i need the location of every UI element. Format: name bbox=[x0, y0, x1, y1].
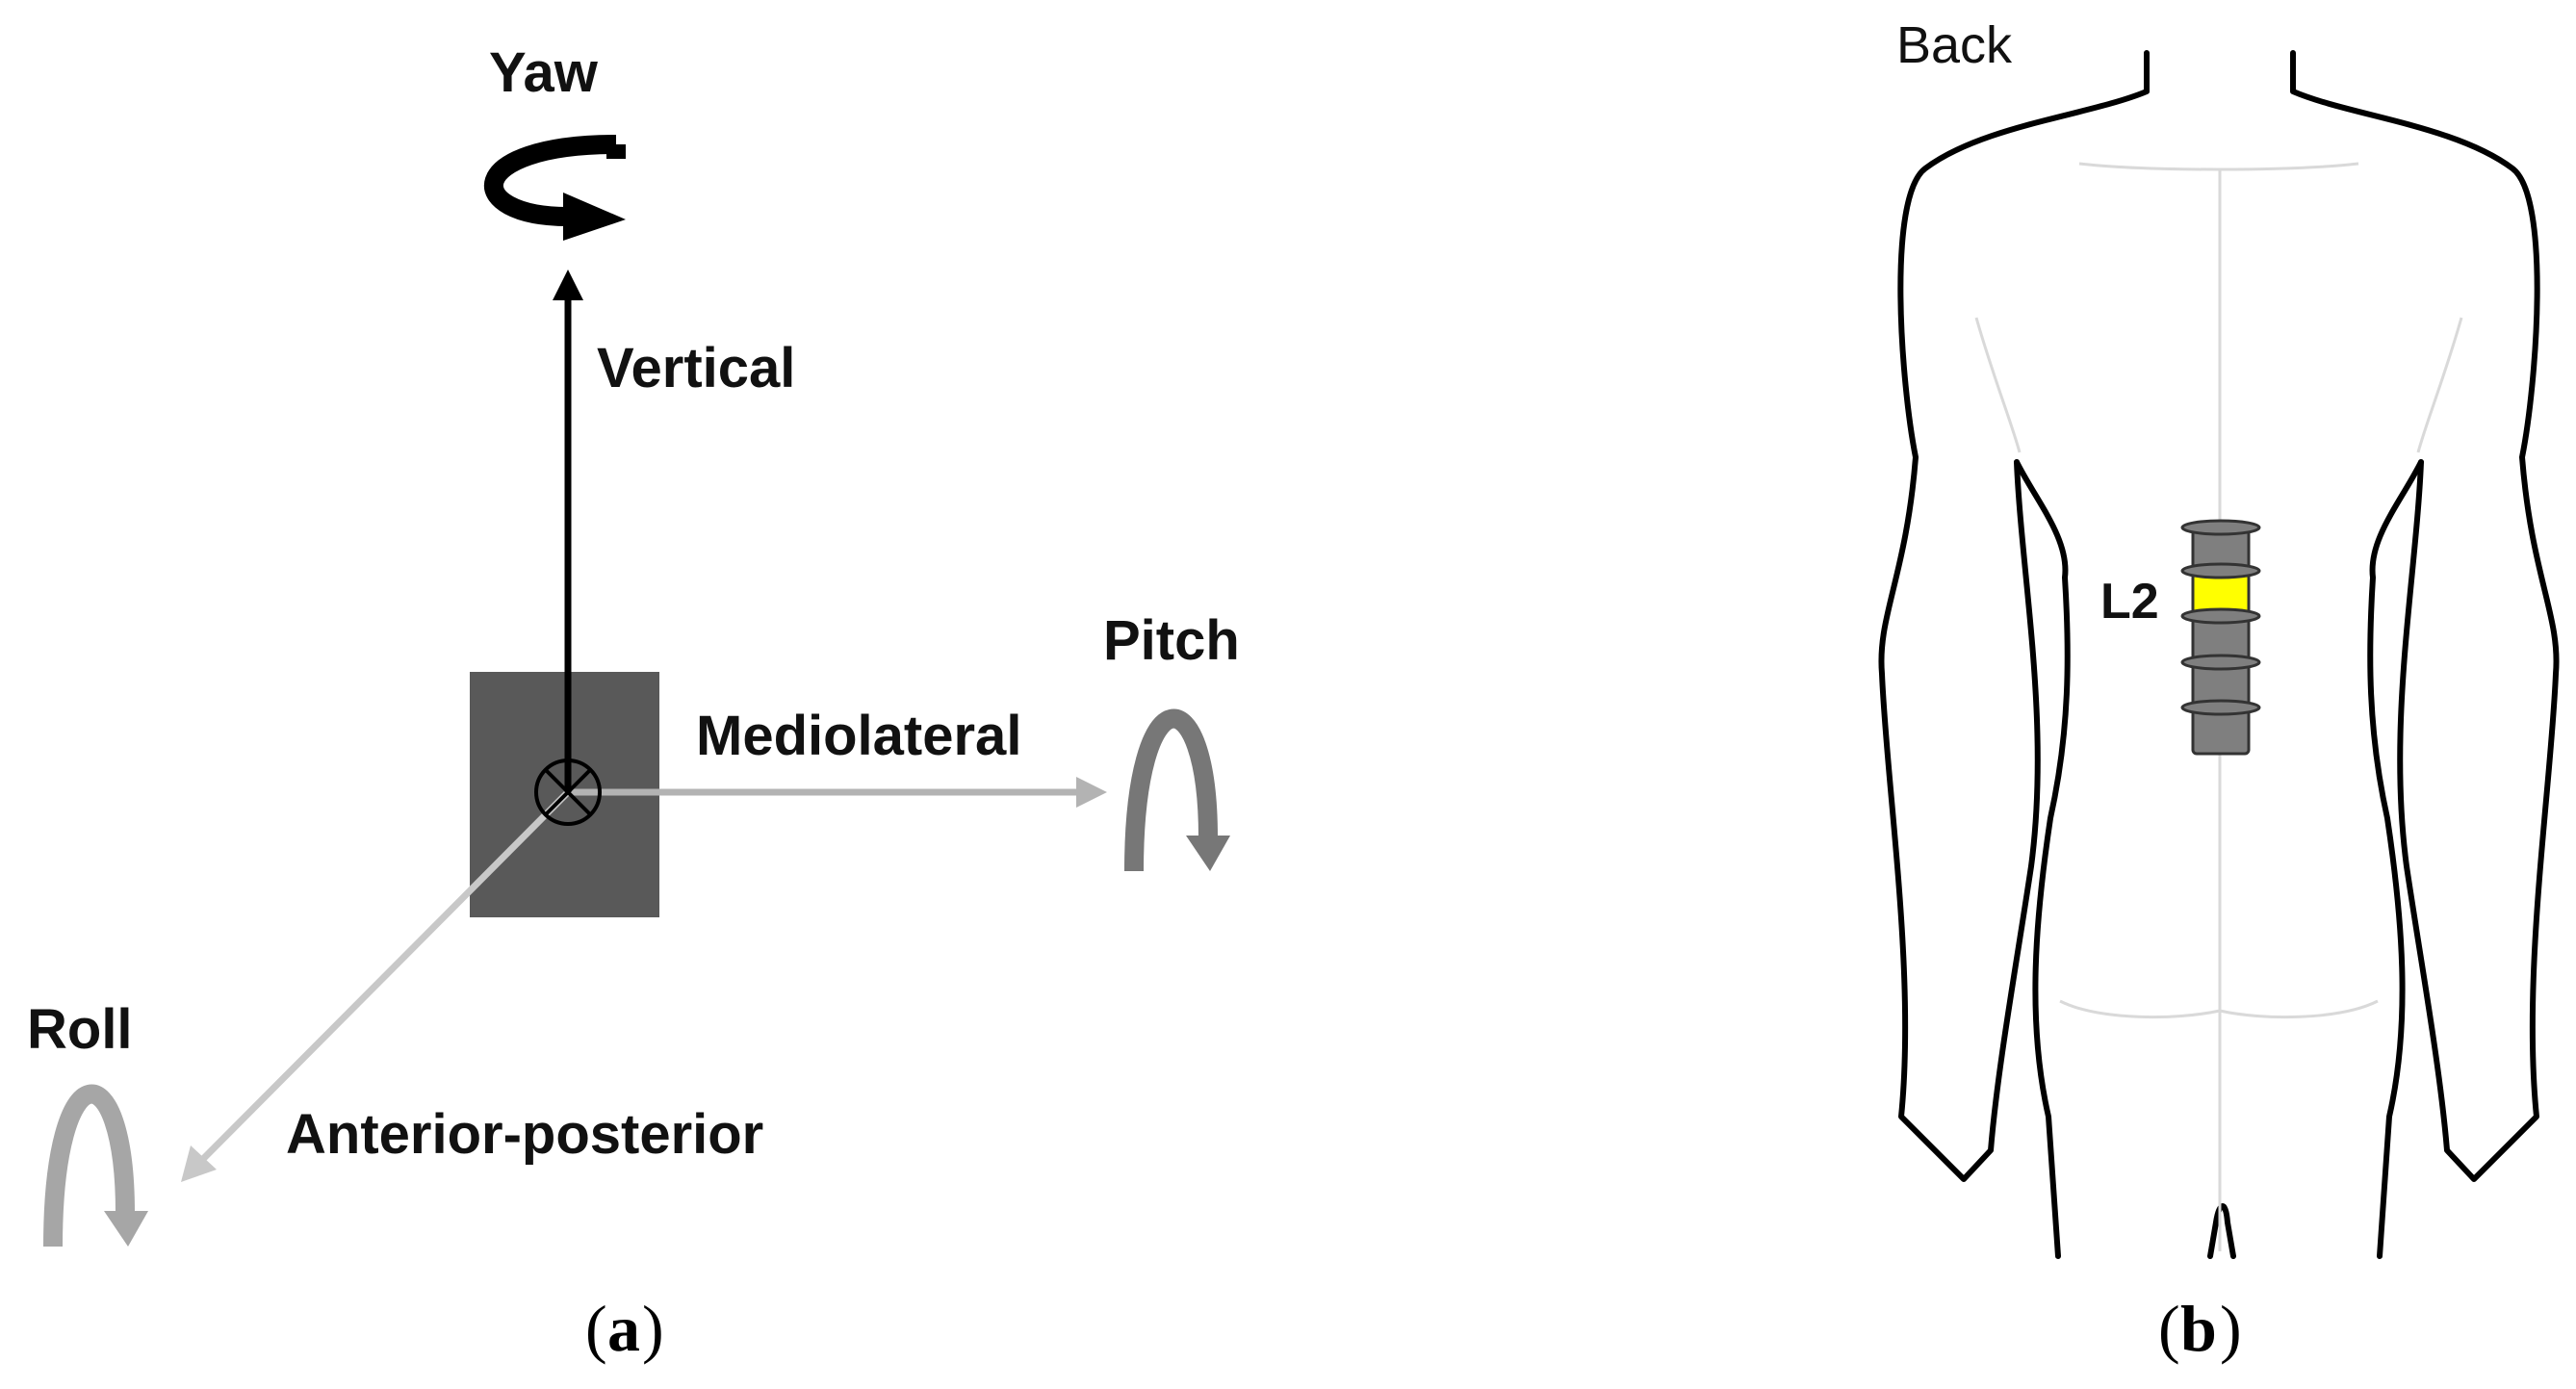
svg-text:(: ( bbox=[2158, 1292, 2180, 1365]
vertical-axis-arrow bbox=[553, 270, 583, 792]
pitch-label: Pitch bbox=[1103, 609, 1240, 672]
origin-symbol bbox=[534, 759, 602, 826]
roll-rotation-icon bbox=[43, 1084, 148, 1248]
mediolateral-axis-arrow bbox=[568, 777, 1107, 808]
yaw-rotation-icon bbox=[484, 135, 626, 241]
anterior-posterior-label: Anterior-posterior bbox=[286, 1103, 763, 1166]
vertebral-column bbox=[2180, 519, 2261, 756]
svg-text:(: ( bbox=[585, 1292, 607, 1365]
caption-b-letter: b bbox=[2180, 1292, 2217, 1365]
caption-b: ( b ) bbox=[2158, 1292, 2242, 1365]
panel-a: Yaw Mediolateral Anterior-posterior Vert… bbox=[27, 41, 1240, 1365]
vertical-label: Vertical bbox=[597, 337, 795, 399]
l2-label: L2 bbox=[2100, 574, 2159, 630]
svg-text:): ) bbox=[642, 1292, 664, 1365]
pitch-rotation-icon bbox=[1124, 708, 1230, 872]
caption-a: ( a ) bbox=[585, 1292, 664, 1365]
anterior-posterior-axis-arrow bbox=[181, 789, 571, 1182]
back-label: Back bbox=[1896, 16, 2013, 74]
roll-label: Roll bbox=[27, 998, 133, 1061]
caption-a-letter: a bbox=[607, 1292, 640, 1365]
svg-text:): ) bbox=[2220, 1292, 2242, 1365]
panel-b: Back bbox=[1878, 16, 2560, 1365]
body-outline bbox=[1878, 50, 2560, 1259]
mediolateral-label: Mediolateral bbox=[696, 705, 1021, 767]
yaw-label: Yaw bbox=[489, 41, 599, 104]
